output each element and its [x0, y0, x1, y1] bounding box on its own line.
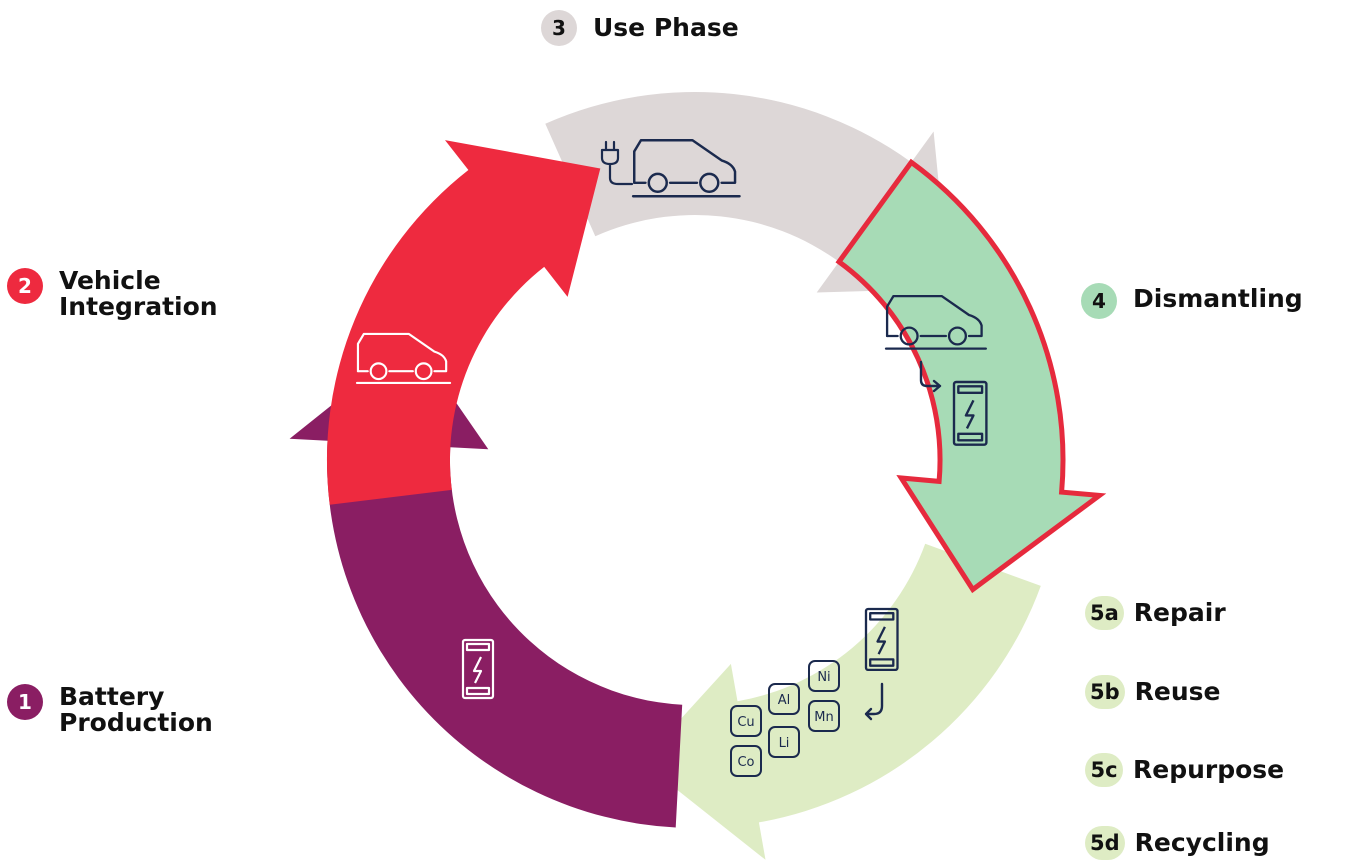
stage-4-badge: 4	[1081, 283, 1117, 319]
element-box	[768, 683, 800, 715]
element-symbol: Ni	[817, 670, 830, 685]
element-box	[808, 700, 840, 732]
end-of-life-5d-badge: 5d	[1085, 826, 1125, 860]
stage-2-badge: 2	[7, 268, 43, 304]
stage-use-phase: 3 Use Phase	[541, 10, 739, 46]
stage-3-badge: 3	[541, 10, 577, 46]
stage-dismantling: 4 Dismantling	[1081, 283, 1303, 319]
element-symbol: Cu	[737, 715, 754, 730]
stage-battery-production: 1 Battery Production	[7, 684, 213, 736]
element-symbol: Li	[779, 736, 790, 751]
end-of-life-reuse: 5b Reuse	[1085, 675, 1221, 709]
stage-2-label: Vehicle Integration	[59, 266, 218, 321]
end-of-life-repurpose: 5c Repurpose	[1085, 753, 1284, 787]
stage-vehicle-integration: 2 Vehicle Integration	[7, 268, 218, 320]
element-symbol: Al	[778, 693, 791, 708]
stage-3-label: Use Phase	[593, 13, 739, 42]
charging-car-icon	[600, 139, 741, 198]
dismantle-icon	[884, 294, 988, 446]
end-of-life-repair: 5a Repair	[1085, 596, 1226, 630]
dismantling-arrow	[835, 158, 1107, 594]
end-of-life-5d-label: Recycling	[1134, 828, 1270, 857]
end-of-life-5a-label: Repair	[1133, 598, 1226, 627]
end-of-life-5c-badge: 5c	[1085, 753, 1123, 787]
element-symbol: Co	[737, 755, 754, 770]
end-of-life-5c-label: Repurpose	[1133, 755, 1285, 784]
element-box	[768, 726, 800, 758]
stage-1-badge: 1	[7, 684, 43, 720]
element-box	[808, 660, 840, 692]
end-of-life-5b-badge: 5b	[1085, 675, 1125, 709]
element-box	[730, 705, 762, 737]
end-of-life-5b-label: Reuse	[1134, 677, 1221, 706]
integration-arrow	[326, 140, 601, 505]
element-symbol: Mn	[814, 710, 833, 725]
stage-4-label: Dismantling	[1133, 284, 1303, 313]
use-phase-arrow	[545, 91, 950, 293]
end-of-life-5a-badge: 5a	[1085, 596, 1124, 630]
end-of-life-recycling: 5d Recycling	[1085, 826, 1270, 860]
element-box	[730, 745, 762, 777]
stage-1-label: Battery Production	[59, 682, 213, 737]
end-of-life-arrow	[641, 543, 1041, 860]
